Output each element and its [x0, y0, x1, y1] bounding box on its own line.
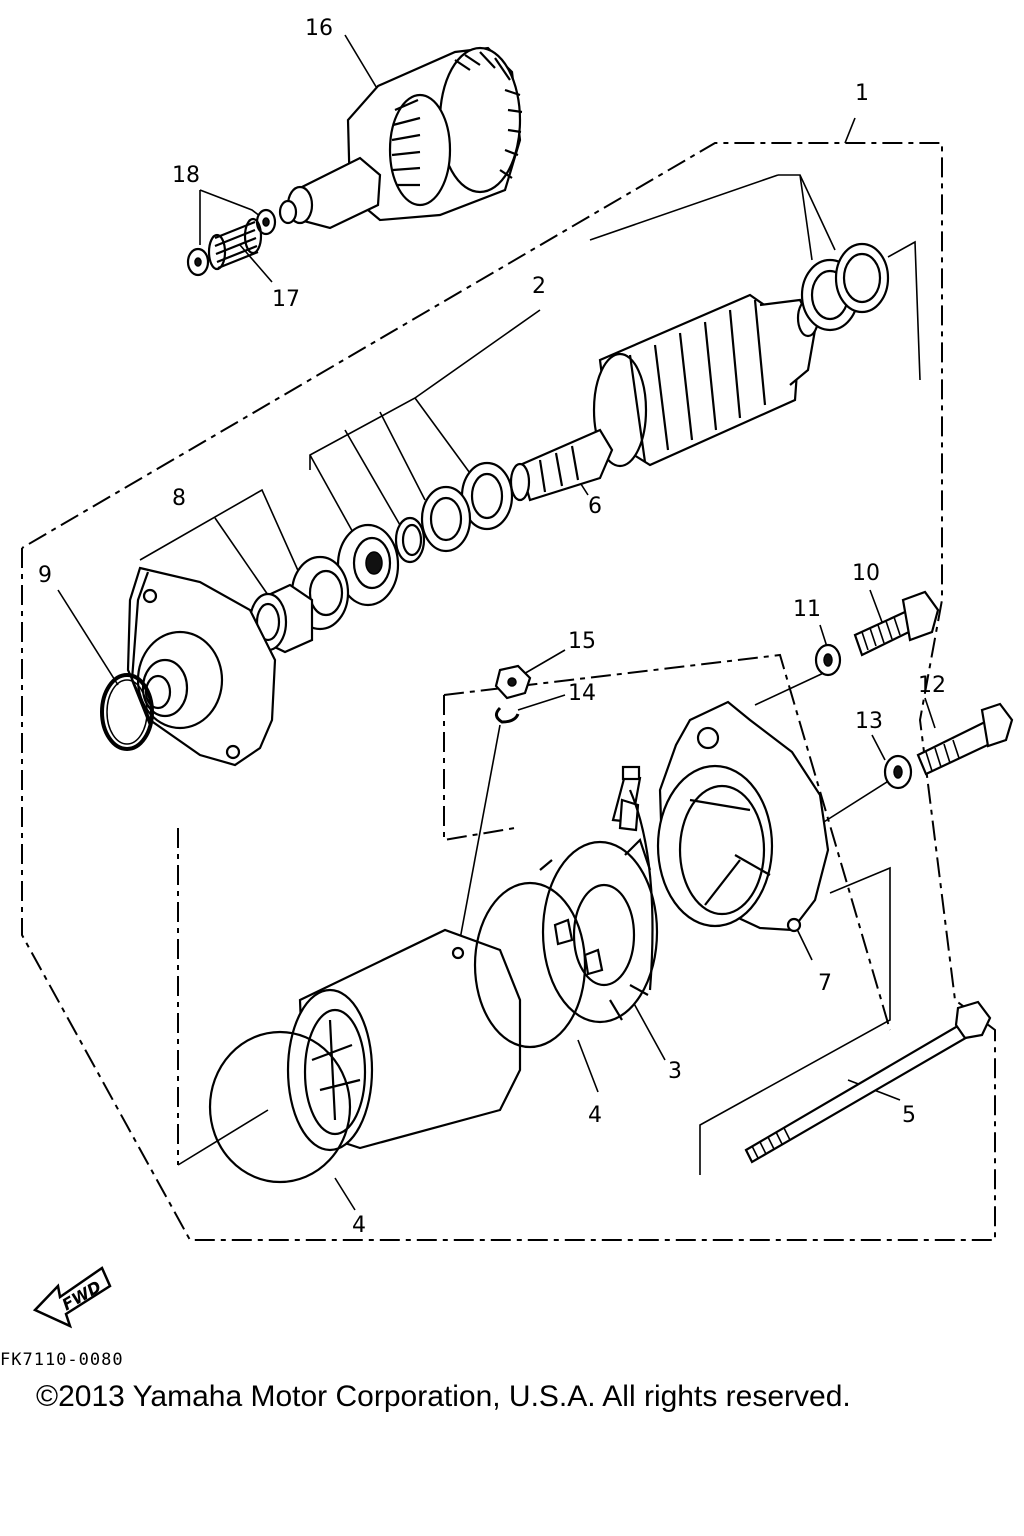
callout-6: 6	[588, 494, 602, 519]
rear-cover	[656, 700, 830, 933]
callout-2: 2	[532, 274, 546, 299]
brush-holder	[539, 765, 659, 1024]
starter-clutch-assembly	[278, 46, 523, 230]
callout-9: 9	[38, 563, 52, 588]
bolts-and-washers	[814, 590, 1014, 790]
callout-8: 8	[172, 486, 186, 511]
callout-10: 10	[852, 561, 880, 586]
callout-5: 5	[902, 1103, 916, 1128]
copyright-notice: ©2013 Yamaha Motor Corporation, U.S.A. A…	[36, 1380, 851, 1413]
callout-7: 7	[818, 971, 832, 996]
armature-washers	[248, 242, 890, 654]
drawing-code: FK7110-0080	[0, 1350, 124, 1370]
callout-3: 3	[668, 1059, 682, 1084]
callout-labels: 1 2 3 4 4 5 6 7 8 9 10 11 12 13 14 15 16…	[38, 16, 946, 1238]
callout-18: 18	[172, 163, 200, 188]
callout-15: 15	[568, 629, 596, 654]
callout-16: 16	[305, 16, 333, 41]
callout-17: 17	[272, 287, 300, 312]
through-bolt	[744, 1000, 992, 1164]
assembly-boundary	[21, 142, 996, 1241]
leader-lines	[57, 34, 936, 1211]
yoke	[286, 928, 522, 1152]
yoke-o-rings	[208, 881, 587, 1184]
o-ring	[100, 673, 154, 751]
callout-14: 14	[568, 681, 596, 706]
callout-13: 13	[855, 709, 883, 734]
callout-4b: 4	[352, 1213, 366, 1238]
callout-11: 11	[793, 597, 821, 622]
front-cover	[126, 566, 277, 767]
nut-and-lock-washer	[494, 664, 532, 724]
callout-4a: 4	[588, 1103, 602, 1128]
armature	[509, 293, 820, 502]
callout-12: 12	[918, 673, 946, 698]
spring-and-washers	[186, 208, 277, 277]
callout-1: 1	[855, 81, 869, 106]
fwd-direction-arrow: FWD	[32, 1266, 112, 1329]
